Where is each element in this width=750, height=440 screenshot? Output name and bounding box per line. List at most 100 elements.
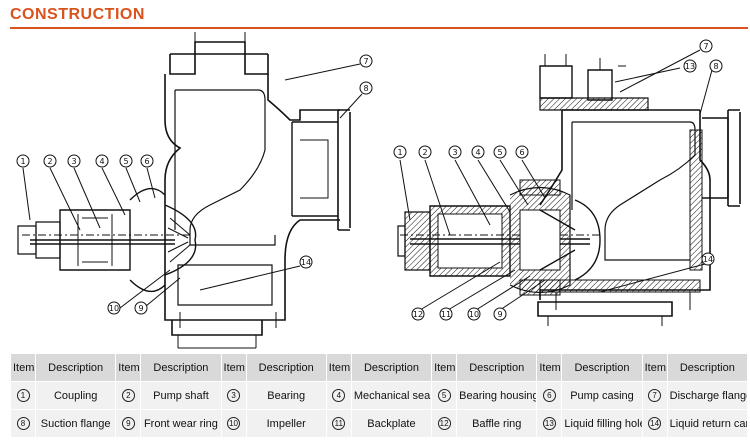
svg-text:6: 6 [144, 157, 149, 166]
svg-text:3: 3 [452, 148, 457, 157]
header-cell: Description [140, 353, 222, 382]
callout-right-3: 3 [448, 145, 462, 159]
table-header-row: Item Description Item Description Item D… [9, 353, 749, 382]
svg-text:12: 12 [413, 310, 423, 319]
table-row: 8 Suction flange 9 Front wear ring 10 Im… [9, 409, 749, 438]
callout-right-9: 9 [493, 307, 507, 321]
svg-text:9: 9 [497, 310, 502, 319]
svg-text:7: 7 [703, 42, 708, 51]
callout-left-5: 5 [119, 154, 133, 168]
svg-text:7: 7 [363, 57, 368, 66]
callout-left-8: 8 [359, 81, 373, 95]
left-pump-drawing [17, 32, 363, 349]
item-number: 5 [431, 381, 458, 410]
svg-text:14: 14 [703, 255, 713, 264]
svg-text:9: 9 [138, 304, 143, 313]
header-cell: Item [536, 353, 563, 382]
svg-text:2: 2 [422, 148, 427, 157]
callout-right-6: 6 [515, 145, 529, 159]
item-description: Pump casing [561, 381, 643, 410]
item-description: Liquid filling hole [561, 409, 643, 438]
parts-legend-table: Item Description Item Description Item D… [9, 353, 749, 438]
callout-left-14: 14 [299, 255, 313, 269]
item-number: 2 [115, 381, 142, 410]
callout-right-13: 13 [683, 59, 697, 73]
callout-left-9: 9 [134, 301, 148, 315]
header-cell: Item [641, 353, 668, 382]
item-number: 13 [536, 409, 563, 438]
callout-left-2: 2 [43, 154, 57, 168]
callout-right-14: 14 [701, 252, 715, 266]
svg-text:2: 2 [47, 157, 52, 166]
item-number: 6 [536, 381, 563, 410]
svg-text:6: 6 [519, 148, 524, 157]
callout-right-8: 8 [709, 59, 723, 73]
item-number: 3 [220, 381, 247, 410]
header-cell: Description [245, 353, 327, 382]
item-description: Front wear ring [140, 409, 222, 438]
header-cell: Description [35, 353, 117, 382]
svg-text:1: 1 [20, 157, 25, 166]
svg-text:5: 5 [123, 157, 128, 166]
svg-text:4: 4 [99, 157, 104, 166]
item-number: 12 [431, 409, 458, 438]
svg-text:14: 14 [301, 258, 311, 267]
header-cell: Item [9, 353, 37, 382]
header-cell: Description [350, 353, 433, 382]
item-description: Bearing [245, 381, 327, 410]
item-description: Coupling [35, 381, 117, 410]
item-description: Baffle ring [456, 409, 538, 438]
callout-left-3: 3 [67, 154, 81, 168]
callout-right-5: 5 [493, 145, 507, 159]
svg-text:8: 8 [713, 62, 718, 71]
item-description: Suction flange [35, 409, 117, 438]
callout-right-7: 7 [699, 39, 713, 53]
item-number: 7 [641, 381, 668, 410]
item-number: 1 [9, 381, 37, 410]
header-cell: Item [325, 353, 352, 382]
item-number: 14 [641, 409, 668, 438]
callout-left-1: 1 [16, 154, 30, 168]
header-cell: Description [561, 353, 643, 382]
callout-right-4: 4 [471, 145, 485, 159]
callout-left-7: 7 [359, 54, 373, 68]
svg-text:10: 10 [109, 304, 119, 313]
header-cell: Item [431, 353, 458, 382]
svg-text:8: 8 [363, 84, 368, 93]
svg-text:10: 10 [469, 310, 479, 319]
callout-right-11: 11 [439, 307, 453, 321]
item-description: Mechanical seal [350, 381, 433, 410]
callout-right-1: 1 [393, 145, 407, 159]
item-number: 11 [325, 409, 352, 438]
item-description: Pump shaft [140, 381, 222, 410]
svg-text:4: 4 [475, 148, 480, 157]
title-divider [10, 27, 748, 29]
item-description: Discharge flange [666, 381, 749, 410]
svg-text:1: 1 [397, 148, 402, 157]
callout-right-2: 2 [418, 145, 432, 159]
item-number: 4 [325, 381, 352, 410]
header-cell: Item [220, 353, 247, 382]
callout-right-12: 12 [411, 307, 425, 321]
item-number: 10 [220, 409, 247, 438]
callout-left-4: 4 [95, 154, 109, 168]
svg-text:13: 13 [685, 62, 695, 71]
item-description: Backplate [350, 409, 433, 438]
header-cell: Description [456, 353, 538, 382]
header-cell: Item [115, 353, 142, 382]
item-description: Impeller [245, 409, 327, 438]
item-description: Bearing housing [456, 381, 538, 410]
construction-drawings: 1 2 3 4 5 6 7 8 10 9 14 7 13 8 1 2 3 4 5… [0, 30, 750, 352]
table-row: 1 Coupling 2 Pump shaft 3 Bearing 4 Mech… [9, 381, 749, 410]
callout-left-6: 6 [140, 154, 154, 168]
callout-right-10: 10 [467, 307, 481, 321]
item-number: 8 [9, 409, 37, 438]
page-title: CONSTRUCTION [10, 6, 145, 23]
callout-left-10: 10 [107, 301, 121, 315]
svg-text:3: 3 [71, 157, 76, 166]
item-description: Liquid return canal [666, 409, 749, 438]
svg-text:5: 5 [497, 148, 502, 157]
right-pump-drawing [397, 49, 741, 326]
item-number: 9 [115, 409, 142, 438]
svg-text:11: 11 [441, 310, 451, 319]
